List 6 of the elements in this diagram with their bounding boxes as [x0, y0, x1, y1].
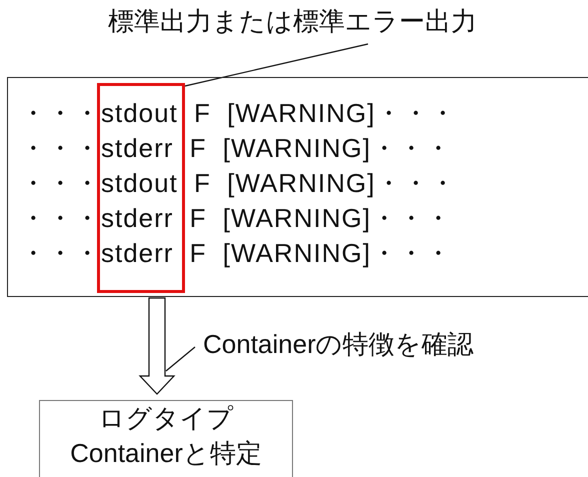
callout-text: 標準出力または標準エラー出力: [108, 4, 548, 44]
edge-label: Containerの特徴を確認: [203, 328, 474, 361]
result-box: ログタイプContainerと特定: [39, 400, 293, 477]
block-arrow: [138, 297, 176, 395]
log-box: [7, 77, 588, 297]
leader-line: [184, 43, 368, 87]
